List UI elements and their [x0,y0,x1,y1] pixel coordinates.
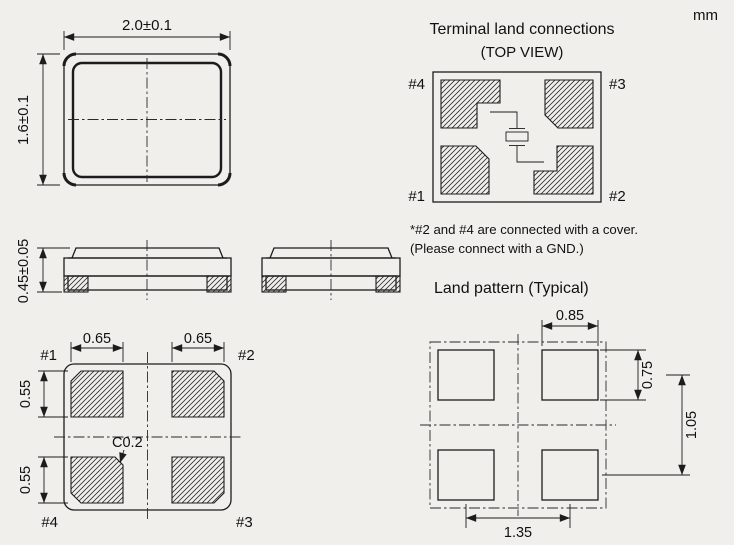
units-label: mm [693,7,718,24]
pad-height-bottom-label: 0.55 [18,466,34,494]
land-pad-top-left [437,349,495,401]
terminal-right [206,275,232,293]
side-view-end [261,240,401,300]
pin-label-2: #2 [609,188,626,205]
vertical-pitch-dimension: 1.05 [602,374,700,476]
corner-castellation-bottom-right [217,172,232,187]
package-top-view: 2.0±0.1 1.6±0.1 [15,17,232,187]
package-bottom-view: 0.65 0.65 0.55 0.55 C0.2 #1 #2 #4 #3 [18,331,255,531]
land-height-label: 0.75 [640,361,656,389]
leader-line [119,449,127,464]
bottom-pin-label-1: #1 [40,347,57,364]
land-height-dimension: 0.75 [600,349,656,401]
terminal-pad-4 [440,79,501,129]
land-pattern-view: Land pattern (Typical) 0.85 0.75 1.05 [420,280,700,541]
bottom-pin-label-2: #2 [238,347,255,364]
horizontal-pitch-dimension: 1.35 [465,504,571,541]
land-width-label: 0.85 [556,308,584,324]
cover-note-line1: *#2 and #4 are connected with a cover. [410,222,638,237]
land-width-dimension: 0.85 [541,308,599,346]
land-pad-top-right [541,349,599,401]
bottom-pin-label-3: #3 [236,514,253,531]
corner-castellation-top-left [62,52,77,67]
terminal-pad-2 [533,145,594,195]
pad-height-bottom-dimension: 0.55 [18,456,68,504]
crystal-lead-top [490,111,518,129]
package-outer-outline [63,53,231,186]
bottom-pin-label-4: #4 [41,514,58,531]
corner-castellation-bottom-left [62,172,77,187]
width-dimension: 2.0±0.1 [63,17,231,50]
horizontal-pitch-label: 1.35 [504,525,532,541]
height-dimension-label: 1.6±0.1 [15,95,32,145]
terminal-land-connections-view: Terminal land connections (TOP VIEW) #4 … [408,21,638,256]
vertical-pitch-label: 1.05 [684,411,700,439]
terminal-land-subtitle: (TOP VIEW) [481,44,564,61]
pad-width-left-dimension: 0.65 [70,331,124,362]
body-profile [63,257,232,277]
pad-width-right-label: 0.65 [184,331,212,347]
base-profile [67,275,228,291]
terminal-right [375,275,401,293]
corner-castellation-top-right [217,52,232,67]
bottom-pad-1 [70,370,124,418]
bottom-pad-4 [70,456,124,504]
terminal-land-outline [432,71,602,203]
land-pad-bottom-left [437,449,495,501]
terminal-land-title: Terminal land connections [430,21,615,38]
thickness-dimension-label: 0.45±0.05 [16,239,32,303]
width-dimension-label: 2.0±0.1 [122,17,172,34]
pad-height-top-label: 0.55 [18,380,34,408]
terminal-left [261,275,287,293]
bottom-pad-2 [171,370,225,418]
pin-label-1: #1 [408,188,425,205]
side-view-front: 0.45±0.05 [16,239,232,303]
thickness-dimension: 0.45±0.05 [16,239,70,303]
pad-width-right-dimension: 0.65 [171,331,225,362]
crystal-lead-bottom [516,145,544,163]
pin-label-3: #3 [609,76,626,93]
land-pad-bottom-right [541,449,599,501]
terminal-left [63,275,89,293]
terminal-pad-1 [440,145,490,195]
chamfer-callout: C0.2 [112,435,143,464]
crystal-symbol [490,111,544,163]
bottom-pad-3 [171,456,225,504]
cover-note-line2: (Please connect with a GND.) [410,241,584,256]
pad-width-left-label: 0.65 [83,331,111,347]
height-dimension: 1.6±0.1 [15,53,60,186]
pad-height-top-dimension: 0.55 [18,370,68,418]
lid-profile [71,247,224,259]
terminal-pad-3 [544,79,594,129]
chamfer-label: C0.2 [112,435,143,451]
land-pattern-title: Land pattern (Typical) [434,280,589,297]
pin-label-4: #4 [408,76,425,93]
crystal-body [505,131,529,142]
